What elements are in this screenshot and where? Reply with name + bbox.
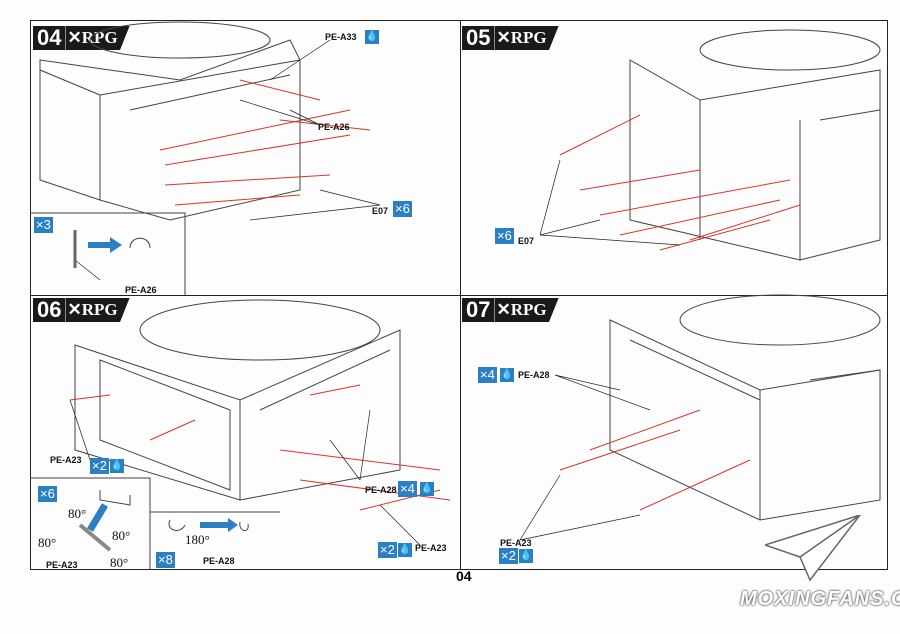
step-05-model [629, 29, 881, 261]
step-05-arrows [559, 114, 801, 251]
step-number: 06 [33, 298, 66, 322]
step-07-model [609, 294, 881, 521]
part-label-pe-a23: PE-A23 [46, 560, 78, 570]
page-number: 04 [456, 568, 472, 584]
step-06-model [74, 299, 401, 501]
quantity-badge: ×4 [398, 481, 417, 497]
glue-icon: 💧 [420, 482, 434, 496]
angle-label: 80° [38, 535, 57, 550]
part-label-pe-a23: PE-A23 [415, 543, 447, 553]
part-label-pe-a28: PE-A28 [203, 556, 235, 566]
part-label-e07: E07 [372, 206, 389, 216]
divider-horizontal [30, 295, 888, 296]
quantity-badge: ×2 [90, 458, 109, 474]
glue-icon: 💧 [398, 543, 412, 557]
quantity-badge: ×4 [478, 367, 497, 383]
quantity-badge: ×8 [156, 552, 175, 568]
step-04-subdetail [30, 212, 186, 295]
step-05-header: 05✕RPG [462, 26, 559, 50]
quantity-badge: ×6 [38, 486, 57, 502]
part-label-pe-a26: PE-A26 [125, 285, 157, 295]
quantity-badge: ×6 [393, 201, 412, 217]
quantity-badge: ×6 [495, 228, 514, 244]
part-label-pe-a28: PE-A28 [365, 485, 397, 495]
step-07-arrows [559, 409, 751, 511]
brand-logo: ✕RPG [494, 26, 559, 50]
angle-label: 80° [68, 506, 87, 521]
glue-icon: 💧 [365, 30, 379, 44]
step-number: 04 [33, 26, 66, 50]
step-06-subdetails [30, 477, 280, 570]
part-label-pe-a23: PE-A23 [500, 538, 532, 548]
part-label-pe-a33: PE-A33 [325, 32, 357, 42]
step-number: 07 [462, 298, 495, 322]
part-label-pe-a23: PE-A23 [50, 455, 82, 465]
step-04-arrows [159, 79, 371, 206]
part-label-e07: E07 [518, 236, 535, 246]
angle-label: 180° [185, 532, 210, 547]
step-04-model [39, 21, 301, 221]
angle-label: 80° [112, 528, 131, 543]
step-number: 05 [462, 26, 495, 50]
quantity-badge: ×2 [378, 542, 397, 558]
paper-plane-logo [765, 515, 861, 582]
leader-lines [69, 39, 681, 546]
step-07-header: 07✕RPG [462, 298, 559, 322]
glue-icon: 💧 [500, 368, 514, 382]
brand-logo: ✕RPG [65, 298, 130, 322]
step-06-header: 06✕RPG [33, 298, 130, 322]
step-06-arrows [69, 384, 451, 511]
brand-logo: ✕RPG [494, 298, 559, 322]
angle-label: 80° [110, 555, 129, 570]
quantity-badge: ×2 [499, 548, 518, 564]
glue-icon: 💧 [519, 549, 533, 563]
watermark: MOXINGFANS.COM [740, 588, 900, 610]
glue-icon: 💧 [110, 459, 124, 473]
part-label-pe-a28: PE-A28 [518, 370, 550, 380]
quantity-badge: ×3 [34, 217, 53, 233]
part-label-pe-a26: PE-A26 [318, 122, 350, 132]
